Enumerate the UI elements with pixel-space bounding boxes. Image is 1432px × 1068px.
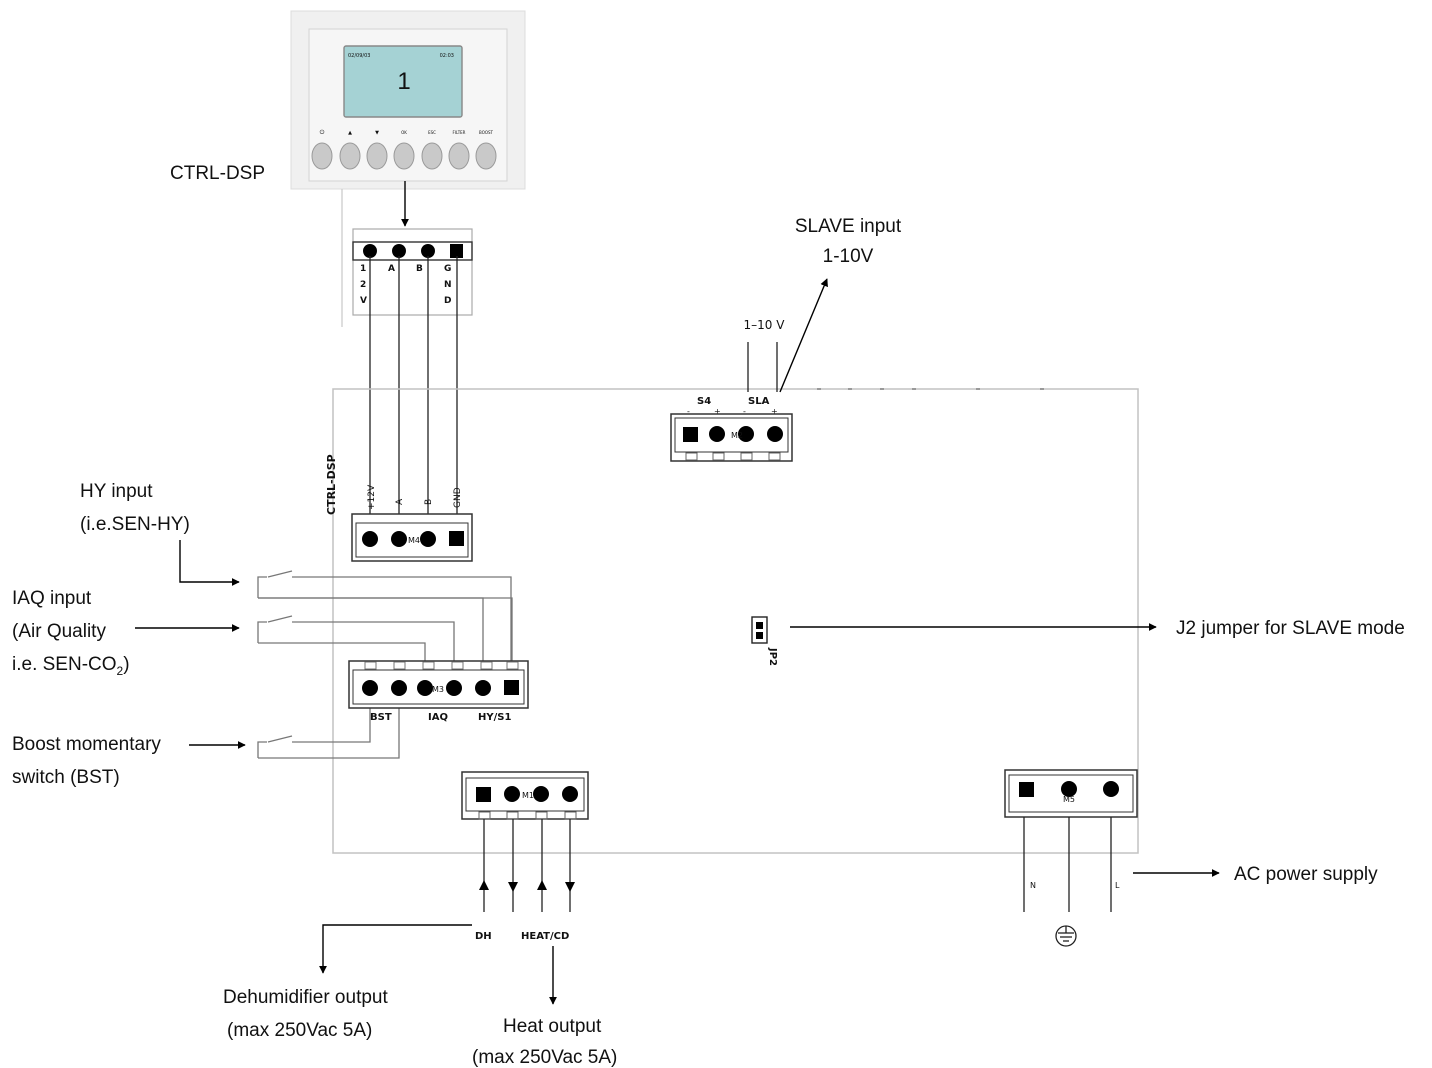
- power-label-l: L: [1115, 881, 1120, 890]
- svg-text:+: +: [714, 407, 721, 416]
- m1-direction-arrows: [479, 880, 575, 892]
- screen-time: 02:03: [440, 53, 454, 59]
- display-button-ok[interactable]: [393, 142, 415, 170]
- m4-pin-label-a: A: [395, 498, 405, 505]
- svg-text:-: -: [687, 407, 690, 416]
- m4-pin-label-b: B: [424, 499, 434, 505]
- boost-label: BOOST: [479, 130, 494, 135]
- m2-connector: S4 SLA - + - + M2: [670, 396, 793, 462]
- display-button-labels: ⏻ ▲ ▼ OK ESC FILTER BOOST: [320, 129, 494, 136]
- slave-arrow: [779, 278, 828, 393]
- conn-m2-name: M2: [731, 431, 743, 440]
- top-pin-label-b: B: [416, 264, 423, 274]
- m1-label-dh: DH: [475, 931, 492, 942]
- ctrl-dsp-wires: [369, 256, 458, 515]
- display-button-down[interactable]: [366, 142, 388, 170]
- iaq-label-line1: IAQ input: [12, 588, 92, 609]
- ac-label: AC power supply: [1234, 864, 1378, 885]
- conn-s4-label: S4: [697, 396, 711, 407]
- screen-date: 02/09/03: [348, 53, 370, 59]
- ok-label: OK: [401, 130, 407, 135]
- hy-arrow: [179, 540, 240, 586]
- top-pin-label-n: N: [444, 280, 452, 290]
- svg-text:-: -: [743, 407, 746, 416]
- top-pin-label-2: 2: [360, 280, 366, 290]
- boost-label-line1: Boost momentary: [12, 734, 161, 755]
- esc-label: ESC: [428, 130, 436, 135]
- power-label-n: N: [1030, 881, 1036, 890]
- m4-name: M4: [408, 536, 420, 545]
- filter-label: FILTER: [453, 130, 466, 135]
- m4-connector: CTRL-DSP +12V A B GND M4: [325, 454, 473, 562]
- display-screen: [343, 45, 463, 118]
- dh-label-line1: Dehumidifier output: [223, 987, 388, 1008]
- top-pin-label-g: G: [444, 264, 451, 274]
- display-button-up[interactable]: [339, 142, 361, 170]
- m4-side-label: CTRL-DSP: [325, 454, 338, 515]
- m1-output-wires: [483, 819, 571, 912]
- hy-label-line2: (i.e.SEN-HY): [80, 514, 190, 535]
- jumper-label: J2 jumper for SLAVE mode: [1176, 618, 1405, 639]
- power-conn-name: M5: [1063, 795, 1075, 804]
- ctrl-dsp-display: 02/09/03 02:03 1 ⏻ ▲ ▼ OK ESC FILTER BOO…: [290, 10, 526, 190]
- m4-pin-label-gnd: GND: [453, 487, 463, 508]
- iaq-label-line2: (Air Quality: [12, 621, 106, 642]
- screen-value: 1: [397, 68, 410, 95]
- jp2-name: JP2: [767, 647, 778, 666]
- m1-label-heat-cd: HEAT/CD: [521, 931, 569, 942]
- jp2-jumper: JP2: [751, 616, 778, 666]
- m4-pin-label-12v: +12V: [367, 484, 377, 510]
- svg-text:+: +: [771, 407, 778, 416]
- display-button-esc[interactable]: [421, 142, 443, 170]
- ground-icon: [1055, 925, 1077, 947]
- conn-sla-label: SLA: [748, 396, 770, 407]
- power-icon: ⏻: [320, 129, 325, 136]
- m3-label-bst: BST: [370, 712, 392, 723]
- m1-connector: M1: [461, 771, 589, 820]
- top-pin-a: [392, 244, 406, 258]
- boost-label-line2: switch (BST): [12, 767, 120, 788]
- power-connector: M5: [1004, 769, 1138, 818]
- m3-label-iaq: IAQ: [428, 712, 448, 723]
- dh-label-line2: (max 250Vac 5A): [227, 1020, 372, 1041]
- display-button-filter[interactable]: [448, 142, 470, 170]
- m3-label-hy-s1: HY/S1: [478, 712, 511, 723]
- hy-label-line1: HY input: [80, 481, 153, 502]
- top-terminal-connector: 1 2 V A B G N D: [352, 228, 473, 316]
- iaq-label-line3: i.e. SEN-CO2): [12, 654, 130, 678]
- slave-label-line1: SLAVE input: [795, 216, 902, 237]
- m3-name: M3: [432, 685, 444, 694]
- display-button-power[interactable]: [311, 142, 333, 170]
- m1-name: M1: [522, 791, 534, 800]
- up-icon: ▲: [348, 130, 352, 136]
- display-button-boost[interactable]: [475, 142, 497, 170]
- top-pin-12v: [363, 244, 377, 258]
- top-pin-gnd: [450, 244, 463, 258]
- controller-board: [332, 388, 1139, 854]
- top-pin-label-d: D: [444, 296, 451, 306]
- heat-label-line2: (max 250Vac 5A): [472, 1047, 617, 1068]
- dh-arrow: [319, 924, 472, 974]
- slave-wire-label: 1–10 V: [744, 318, 786, 332]
- top-pin-label-a: A: [388, 264, 395, 274]
- power-wires: [1023, 817, 1112, 912]
- top-pin-label-1: 1: [360, 264, 366, 274]
- heat-label-line1: Heat output: [503, 1016, 602, 1037]
- m3-connector: M3 BST IAQ HY/S1: [348, 660, 529, 723]
- top-pin-label-v: V: [360, 296, 367, 306]
- down-icon: ▼: [375, 130, 379, 136]
- slave-label-line2: 1-10V: [823, 246, 874, 267]
- top-pin-b: [421, 244, 435, 258]
- ctrl-dsp-label: CTRL-DSP: [170, 163, 265, 184]
